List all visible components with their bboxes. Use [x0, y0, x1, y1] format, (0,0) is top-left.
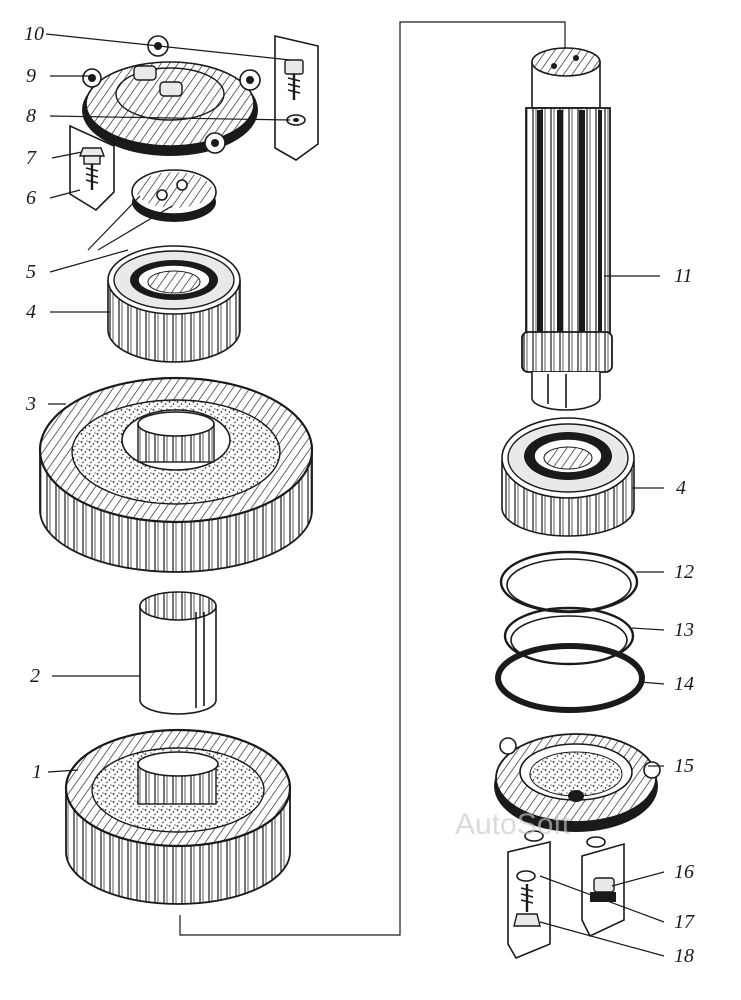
callout-13: 13	[674, 619, 694, 641]
bearing-housing-part	[494, 733, 661, 848]
callout-16: 16	[674, 861, 694, 883]
large-gear-part	[38, 376, 314, 573]
callout-5: 5	[26, 261, 36, 283]
callout-18: 18	[674, 945, 694, 967]
splined-shaft-part	[521, 47, 613, 411]
callout-14: 14	[674, 673, 694, 695]
callout-4: 4	[26, 301, 36, 323]
callout-6: 6	[26, 187, 36, 209]
seal-ring-part	[495, 643, 645, 713]
callout-1: 1	[32, 761, 42, 783]
bolt-washer-lower	[507, 840, 551, 960]
callout-12: 12	[674, 561, 694, 583]
bolt-washer-set	[274, 34, 319, 161]
callout-4-right: 4	[676, 477, 686, 499]
bolt-part	[69, 124, 115, 212]
small-gear-part	[64, 728, 292, 905]
connector-line	[179, 21, 566, 936]
bearing-cap-part	[131, 169, 217, 222]
callout-9: 9	[26, 65, 36, 87]
callout-15: 15	[674, 755, 694, 777]
bushing-sleeve-part	[139, 591, 217, 715]
retaining-ring-part	[503, 606, 635, 666]
callout-11: 11	[674, 265, 693, 287]
callout-10: 10	[24, 23, 44, 45]
callout-3: 3	[25, 393, 36, 415]
ball-bearing-part-right	[501, 417, 635, 537]
callout-17: 17	[674, 911, 695, 933]
callout-2: 2	[30, 665, 40, 687]
watermark-text: AutoSoft	[455, 808, 571, 841]
cover-plate-part	[82, 35, 261, 156]
callout-8: 8	[26, 105, 36, 127]
callout-7: 7	[26, 147, 37, 169]
spacer-ring-part	[499, 550, 639, 614]
ball-bearing-part	[107, 245, 241, 363]
nut-part	[581, 842, 625, 938]
